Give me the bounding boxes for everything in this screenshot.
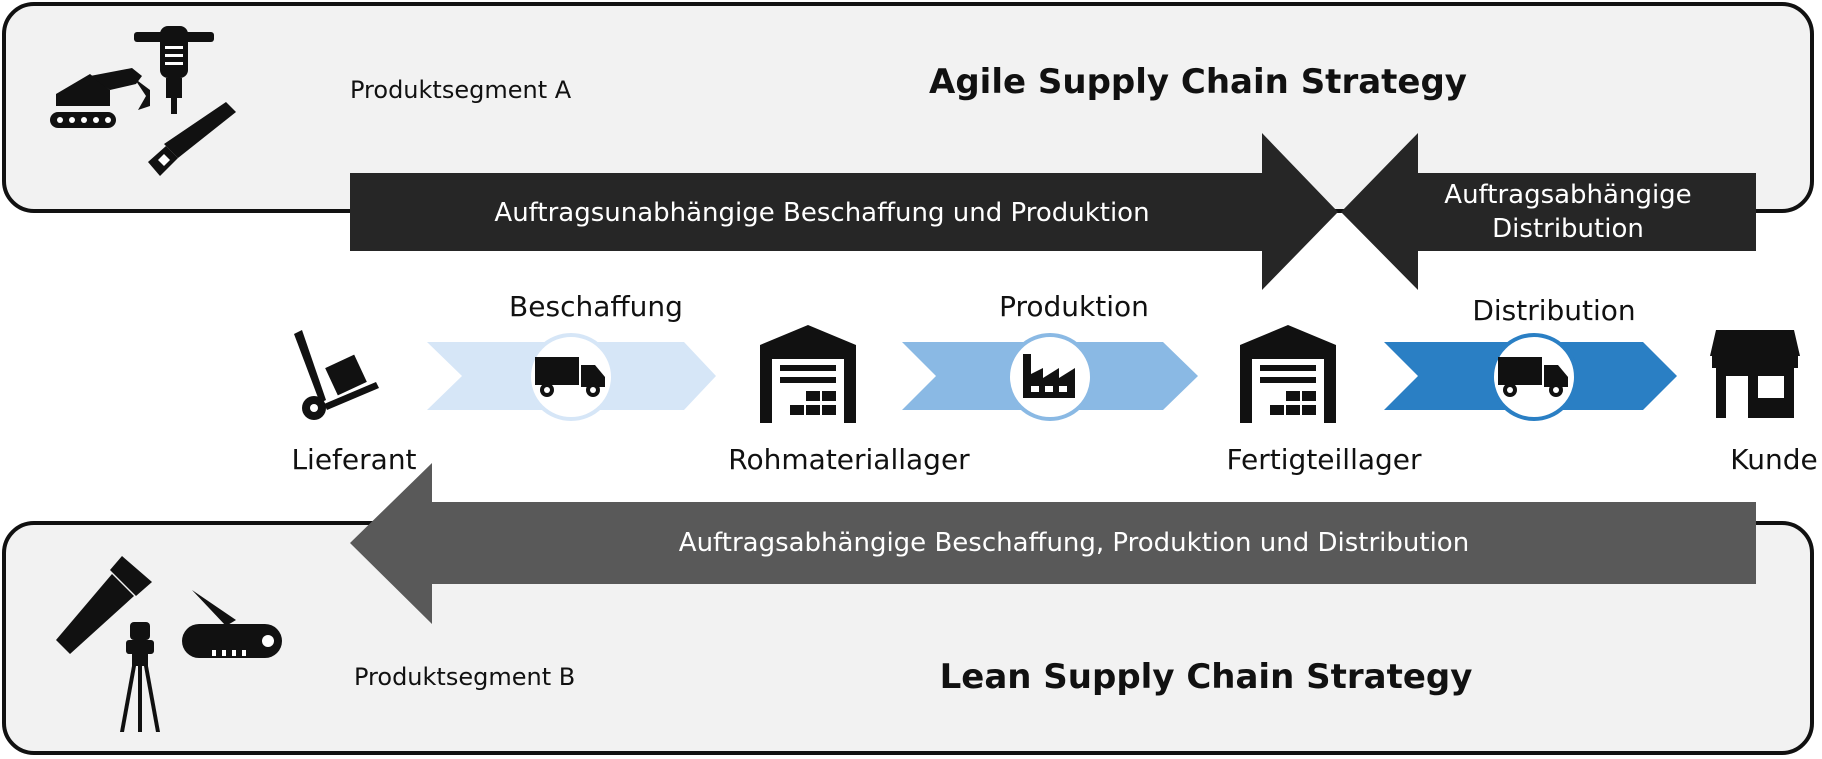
truck-icon bbox=[1498, 357, 1568, 397]
step-title-distribution: Distribution bbox=[1472, 294, 1636, 327]
node-label-finished-warehouse: Fertigteillager bbox=[1226, 443, 1422, 476]
segment-a-label: Produktsegment A bbox=[350, 76, 572, 104]
order-independent-label: Auftragsunabhängige Beschaffung und Prod… bbox=[494, 198, 1150, 228]
step-title-procurement: Beschaffung bbox=[509, 290, 683, 323]
lean-strategy-title: Lean Supply Chain Strategy bbox=[939, 657, 1473, 697]
store-icon bbox=[1710, 330, 1800, 418]
warehouse-icon bbox=[1240, 325, 1336, 423]
pocket-knife-icon bbox=[182, 590, 282, 658]
node-label-raw-warehouse: Rohmateriallager bbox=[728, 443, 970, 476]
truck-icon bbox=[535, 357, 605, 397]
hand-truck-icon bbox=[294, 330, 379, 420]
step-title-production: Produktion bbox=[999, 290, 1149, 323]
order-dependent-all-arrow bbox=[350, 463, 1756, 624]
node-label-customer: Kunde bbox=[1730, 443, 1818, 476]
warehouse-icon bbox=[760, 325, 856, 423]
node-label-supplier: Lieferant bbox=[291, 443, 417, 476]
segment-b-label: Produktsegment B bbox=[354, 663, 576, 691]
order-dependent-all-label: Auftragsabhängige Beschaffung, Produktio… bbox=[678, 528, 1470, 558]
tripod-icon bbox=[120, 622, 160, 732]
agile-strategy-title: Agile Supply Chain Strategy bbox=[929, 62, 1467, 102]
flashlight-icon bbox=[56, 556, 152, 654]
saw-icon bbox=[148, 102, 236, 176]
jackhammer-icon bbox=[134, 26, 214, 114]
order-dependent-distribution-arrow bbox=[1341, 133, 1756, 290]
excavator-icon bbox=[50, 68, 150, 128]
order-dependent-distribution-label: Auftragsabhängige Distribution bbox=[1444, 180, 1692, 244]
order-independent-arrow bbox=[350, 133, 1338, 290]
factory-icon bbox=[1023, 354, 1075, 398]
